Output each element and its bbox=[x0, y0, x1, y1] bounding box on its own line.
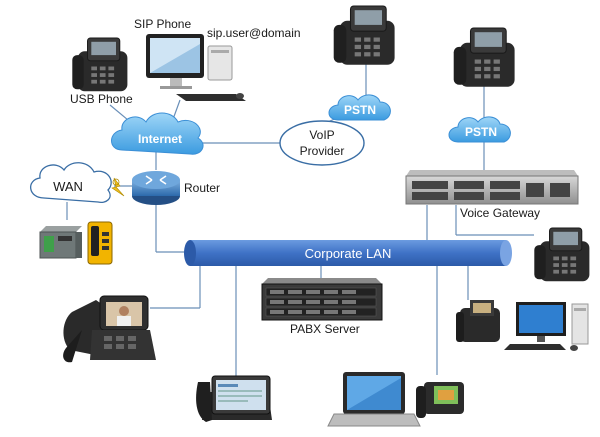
pstn-right-label: PSTN bbox=[465, 125, 497, 139]
wan-label: WAN bbox=[53, 179, 83, 194]
usb-phone-label: USB Phone bbox=[70, 92, 133, 106]
laptop-icon bbox=[327, 372, 421, 427]
sip-user-label: sip.user@domain bbox=[207, 26, 301, 40]
computer-icon bbox=[146, 34, 246, 101]
pstn-left-label: PSTN bbox=[344, 103, 376, 117]
desk-phone-icon bbox=[71, 37, 128, 92]
corporate-lan-bus bbox=[184, 240, 512, 266]
sip-phone-label: SIP Phone bbox=[134, 17, 191, 31]
industrial-phone-icon bbox=[87, 221, 113, 265]
connection-links bbox=[66, 64, 534, 376]
desk-phone-icon bbox=[416, 382, 464, 418]
gateway-icon bbox=[405, 170, 579, 205]
internet-cloud-icon bbox=[111, 112, 204, 155]
desk-phone-icon bbox=[453, 27, 516, 88]
video-phone-icon bbox=[63, 295, 156, 363]
voip-provider-node bbox=[279, 120, 365, 166]
server-icon bbox=[261, 278, 383, 321]
touchscreen-phone-icon bbox=[196, 375, 272, 422]
pbx-box-icon bbox=[39, 226, 82, 259]
corporate-lan-label: Corporate LAN bbox=[305, 246, 392, 261]
pstn-cloud-icon bbox=[448, 116, 511, 143]
desk-phone-icon bbox=[533, 227, 590, 282]
router-label: Router bbox=[184, 181, 220, 195]
desk-phone-icon bbox=[333, 5, 396, 66]
router-icon bbox=[132, 171, 180, 205]
internet-label: Internet bbox=[138, 132, 182, 146]
lightning-icon bbox=[111, 177, 125, 197]
workstation-icon bbox=[456, 300, 589, 351]
voice-gateway-label: Voice Gateway bbox=[460, 206, 540, 220]
pstn-cloud-icon bbox=[328, 94, 391, 121]
voip-label-line2: Provider bbox=[300, 144, 345, 158]
wan-cloud-icon bbox=[30, 162, 112, 204]
pabx-server-label: PABX Server bbox=[290, 322, 360, 336]
voip-label-line1: VoIP bbox=[309, 128, 334, 142]
